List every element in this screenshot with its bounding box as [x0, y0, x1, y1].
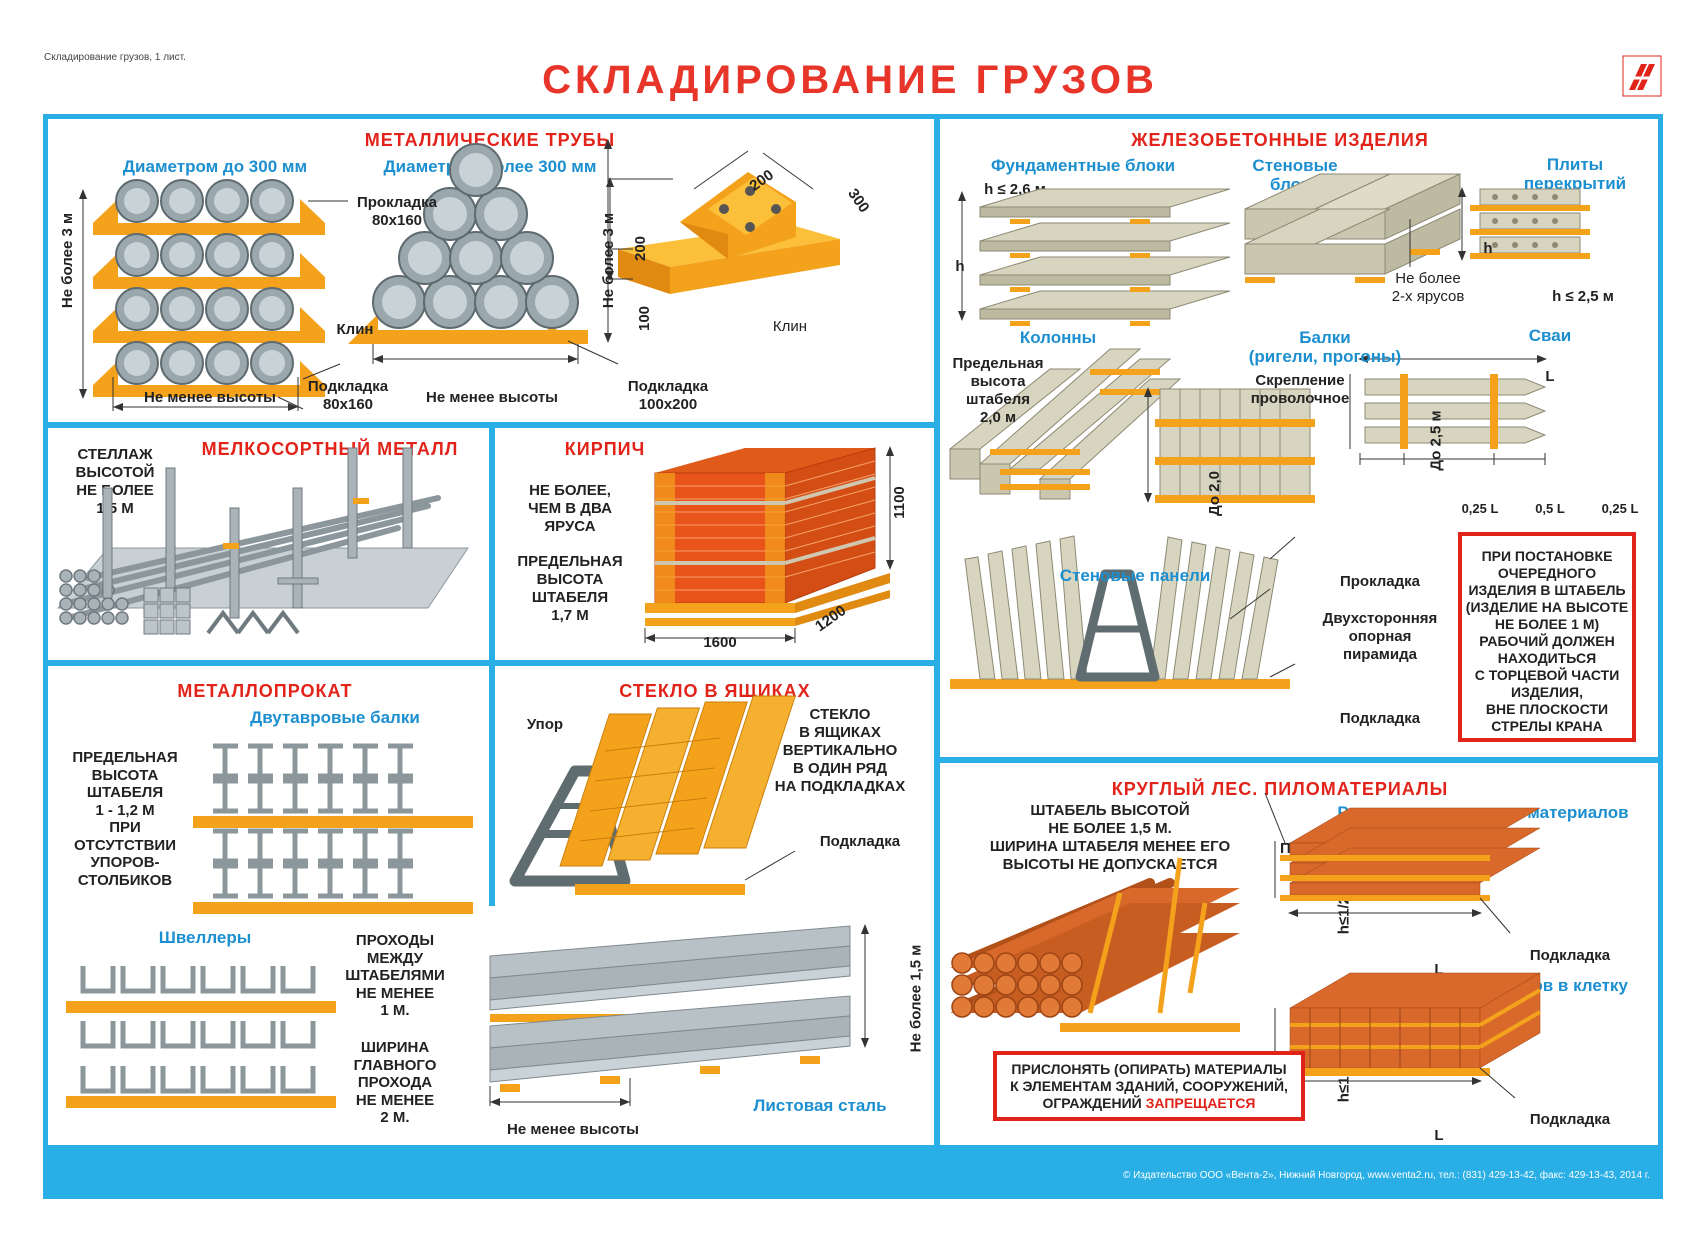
beams-height: До 2,0 [1206, 470, 1224, 517]
wedge-caption: Клин [772, 318, 808, 335]
wall-panels-label: Стеновые панели [1059, 566, 1211, 585]
pipes-small-diameter: Диаметром до 300 мм [122, 157, 308, 176]
sheet-steel-min-height: Не менее высоты [506, 1121, 639, 1138]
pipes-support-1: Подкладка 80х160 [307, 378, 389, 413]
slabs-h: h ≤ 2,5 м [1552, 288, 1614, 305]
cage-stack-support: Подкладка [1529, 1111, 1611, 1128]
prohibition-word: ЗАПРЕЩАЕТСЯ [1145, 1095, 1256, 1111]
sheet-steel-illustration [489, 924, 869, 1106]
brick-dim-width: 1600 [703, 634, 737, 651]
concrete-illustration [948, 173, 1590, 689]
row-stack-support: Подкладка [1529, 947, 1611, 964]
brick-dim-height: 1100 [890, 486, 908, 519]
concrete-title: ЖЕЛЕЗОБЕТОННЫЕ ИЗДЕЛИЯ [1131, 130, 1429, 150]
beams-wire-label: Скрепление проволочное [1250, 372, 1350, 407]
panels-spacer: Прокладка [1339, 573, 1421, 590]
pipes-wedge-label: Клин [336, 321, 374, 338]
foundation-blocks-label: Фундаментные блоки [990, 156, 1176, 175]
brick-note-tiers: НЕ БОЛЕЕ, ЧЕМ В ДВА ЯРУСА [528, 482, 612, 535]
channels-label: Швеллеры [158, 928, 252, 947]
columns-note: Предельная высота штабеля 2,0 м [952, 355, 1044, 426]
timber-illustration [950, 792, 1542, 1099]
slabs-h-mark: h [1483, 240, 1493, 257]
row-stack-L: L [1434, 961, 1444, 978]
small-metal-note: СТЕЛЛАЖ ВЫСОТОЙ НЕ БОЛЕЕ 1,5 М [75, 446, 155, 517]
publisher-logo [1622, 55, 1662, 97]
piles-half: 0,5 L [1535, 501, 1565, 516]
ibeam-label: Двутавровые балки [250, 708, 420, 727]
prohibition-box: ПРИСЛОНЯТЬ (ОПИРАТЬ) МАТЕРИАЛЫ К ЭЛЕМЕНТ… [993, 1051, 1305, 1121]
small-metal-title: МЕЛКОСОРТНЫЙ МЕТАЛЛ [201, 439, 459, 459]
pipes-support-2: Подкладка 100х200 [627, 378, 709, 413]
slabs-label: Плиты перекрытий [1523, 155, 1627, 193]
pipes-height-right: Не более 3 м [600, 212, 618, 309]
passages-note: ПРОХОДЫ МЕЖДУ ШТАБЕЛЯМИ НЕ МЕНЕЕ 1 М. [345, 932, 445, 1019]
main-passage-note: ШИРИНА ГЛАВНОГО ПРОХОДА НЕ МЕНЕЕ 2 М. [353, 1039, 437, 1126]
logo-icon [1622, 55, 1662, 97]
piles-quarter-left: 0,25 L [1461, 501, 1499, 516]
brick-note-height: ПРЕДЕЛЬНАЯ ВЫСОТА ШТАБЕЛЯ 1,7 М [517, 553, 623, 624]
pipes-height-left: Не более 3 м [59, 212, 77, 309]
pipes-illustration [79, 139, 840, 411]
wedge-dim-100: 100 [636, 305, 654, 332]
rolled-note: ПРЕДЕЛЬНАЯ ВЫСОТА ШТАБЕЛЯ 1 - 1,2 М ПРИ … [72, 749, 178, 889]
sheet-steel-label: Листовая сталь [753, 1096, 887, 1115]
panels-pyramid: Двухсторонняя опорная пирамида [1322, 610, 1438, 663]
wedge-dim-200-side: 200 [632, 235, 650, 262]
pipes-min-height-1: Не менее высоты [143, 389, 276, 406]
sheet-label: Складирование грузов, 1 лист. [44, 52, 186, 63]
piles-length: L [1545, 368, 1555, 385]
beams-label: Балки (ригели, прогоны) [1248, 328, 1402, 366]
foundation-h-mark: h [955, 258, 965, 275]
glass-note: СТЕКЛО В ЯЩИКАХ ВЕРТИКАЛЬНО В ОДИН РЯД Н… [774, 706, 906, 795]
cage-stack-L: L [1434, 1127, 1444, 1144]
prohibition-text: ПРИСЛОНЯТЬ (ОПИРАТЬ) МАТЕРИАЛЫ К ЭЛЕМЕНТ… [1010, 1061, 1288, 1111]
ibeam-illustration [66, 743, 473, 1108]
rolled-title: МЕТАЛЛОПРОКАТ [177, 681, 353, 701]
piles-quarter-right: 0,25 L [1601, 501, 1639, 516]
pipes-title: МЕТАЛЛИЧЕСКИЕ ТРУБЫ [364, 130, 616, 150]
brick-illustration [644, 446, 894, 643]
piles-height: До 2,5 м [1427, 410, 1445, 471]
brick-title: КИРПИЧ [564, 439, 646, 459]
sheet-steel-height: Не более 1,5 м [907, 944, 925, 1053]
glass-illustration [509, 695, 796, 895]
columns-label: Колонны [1019, 328, 1097, 347]
copyright: © Издательство ООО «Вента-2», Нижний Нов… [1122, 1170, 1650, 1181]
piles-label: Сваи [1528, 326, 1572, 345]
pipes-min-height-2: Не менее высоты [425, 389, 558, 406]
timber-title: КРУГЛЫЙ ЛЕС. ПИЛОМАТЕРИАЛЫ [1111, 779, 1449, 799]
glass-stop-label: Упор [526, 716, 564, 733]
panels-support: Подкладка [1339, 710, 1421, 727]
glass-support-label: Подкладка [819, 833, 901, 850]
pipes-spacer-label: Прокладка 80х160 [356, 194, 438, 229]
wall-blocks-note: Не более 2-х ярусов [1391, 270, 1465, 305]
small-metal-illustration [56, 447, 469, 635]
crane-warning-box: ПРИ ПОСТАНОВКЕ ОЧЕРЕДНОГО ИЗДЕЛИЯ В ШТАБ… [1458, 532, 1636, 742]
timber-note: ШТАБЕЛЬ ВЫСОТОЙ НЕ БОЛЕЕ 1,5 М. ШИРИНА Ш… [989, 802, 1231, 873]
page-title: СКЛАДИРОВАНИЕ ГРУЗОВ [542, 58, 1158, 102]
